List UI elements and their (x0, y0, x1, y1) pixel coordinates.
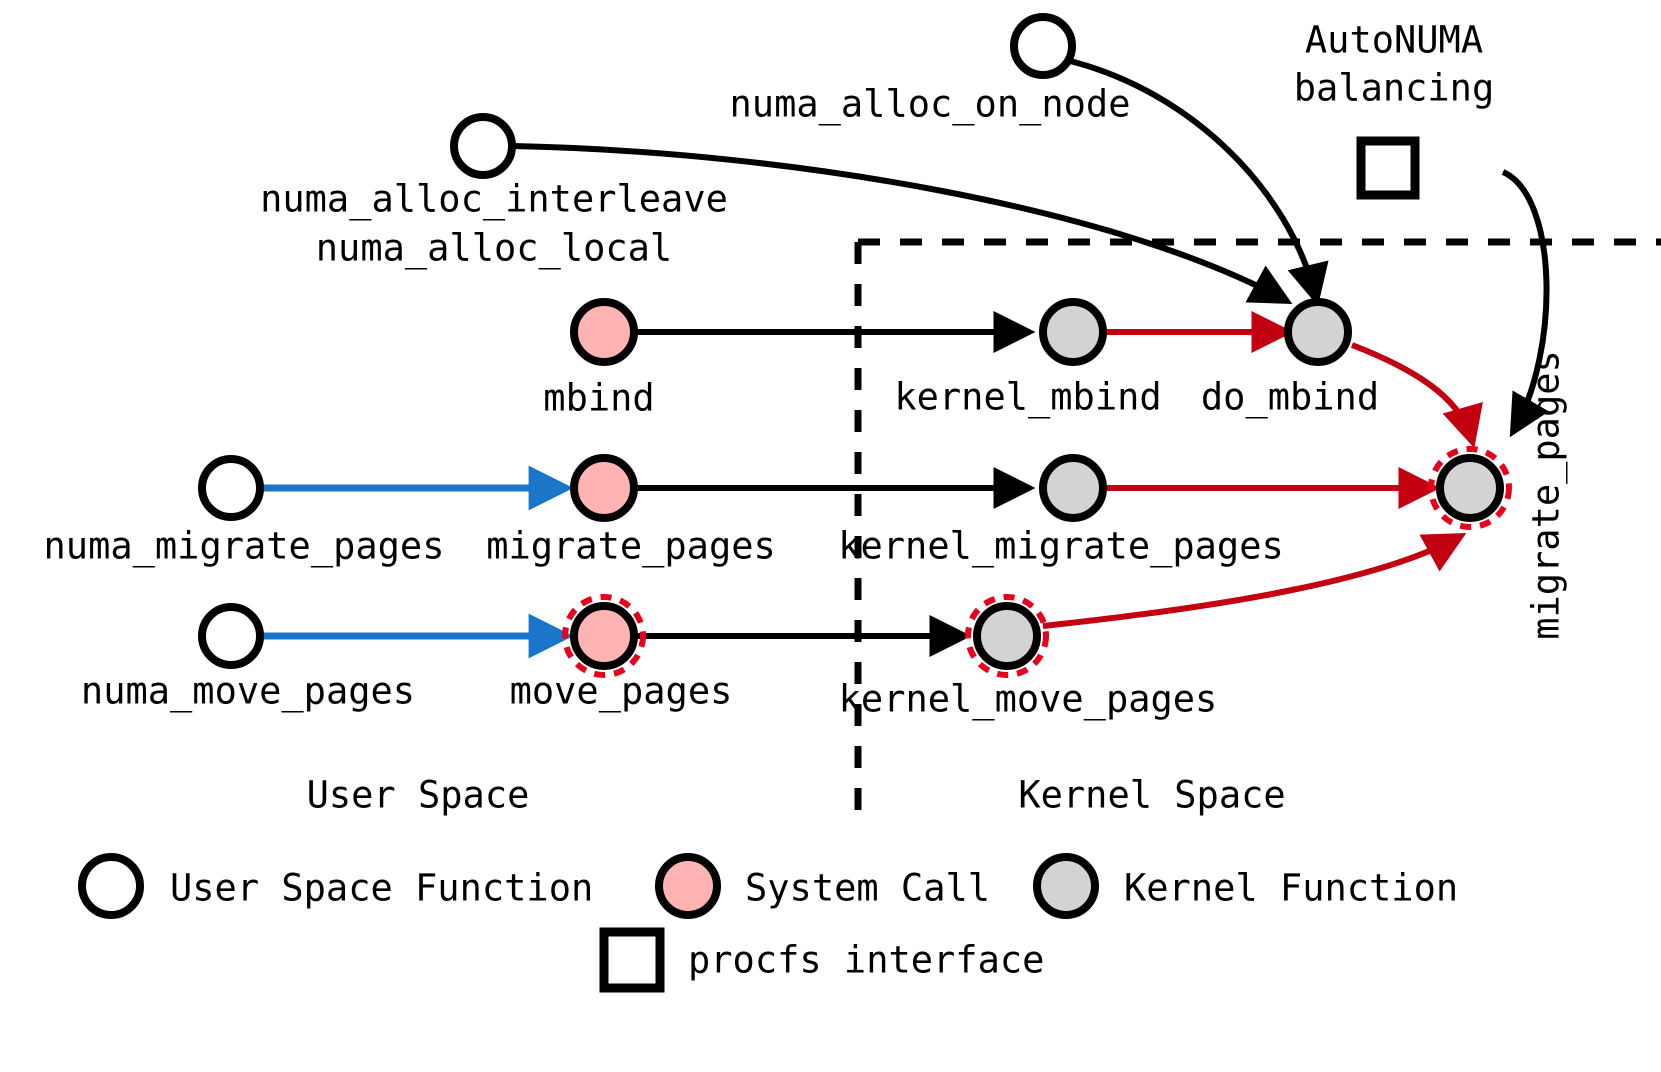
node-autonuma-balancing-procfs[interactable] (1356, 136, 1420, 200)
edge-autonuma-to-migrate-pages (1501, 169, 1550, 438)
legend-label-procfs-interface: procfs interface (688, 939, 1044, 982)
node-mbind[interactable] (570, 298, 638, 366)
edge-kernel-move-pages-to-migrate-pages (1042, 532, 1467, 629)
node-numa-alloc-on-node[interactable] (1010, 13, 1076, 79)
label-kernel-move-pages: kernel_move_pages (839, 678, 1218, 722)
node-kernel-migrate-pages[interactable] (1039, 454, 1107, 522)
node-numa-move-pages[interactable] (198, 603, 264, 669)
node-migrate-pages-kernel[interactable] (1428, 446, 1512, 530)
label-kernel-migrate-pages: kernel_migrate_pages (838, 525, 1284, 569)
legend-square-procfs-interface (599, 927, 665, 993)
edge-numa-alloc-on-node-to-do-mbind (1065, 57, 1329, 307)
label-numa-alloc-local: numa_alloc_local (316, 227, 672, 271)
label-autonuma-line1: AutoNUMA (1305, 19, 1483, 62)
label-migrate-pages-kernel: migrate_pages (1525, 350, 1569, 640)
legend-item-system-call: System Call (655, 853, 990, 919)
edge-do-mbind-to-migrate-pages (1350, 342, 1483, 449)
label-move-pages-syscall: move_pages (510, 670, 733, 714)
highlight-ring-kernel-move-pages (965, 594, 1049, 678)
node-do-mbind[interactable] (1284, 298, 1352, 366)
node-numa-migrate-pages[interactable] (198, 455, 264, 521)
label-numa-alloc-interleave: numa_alloc_interleave (260, 178, 728, 222)
legend-label-user-space-function: User Space Function (170, 867, 593, 910)
label-kernel-space: Kernel Space (1018, 774, 1285, 817)
legend-circle-kernel-function (1033, 853, 1099, 919)
legend-circle-user-space-function (78, 853, 144, 919)
highlight-ring-move-pages (562, 594, 646, 678)
legend: User Space Function System Call Kernel F… (78, 853, 1458, 993)
edge-numa-alloc-interleave-to-do-mbind (512, 143, 1293, 305)
label-mbind: mbind (543, 377, 654, 420)
legend-item-procfs-interface: procfs interface (599, 927, 1044, 993)
label-kernel-mbind: kernel_mbind (894, 376, 1161, 420)
highlight-ring-migrate-pages-kernel (1428, 446, 1512, 530)
label-do-mbind: do_mbind (1201, 376, 1379, 420)
label-numa-alloc-on-node: numa_alloc_on_node (730, 83, 1131, 127)
legend-item-kernel-function: Kernel Function (1033, 853, 1458, 919)
label-user-space: User Space (307, 774, 530, 817)
node-kernel-move-pages[interactable] (965, 594, 1049, 678)
legend-circle-system-call (655, 853, 721, 919)
node-move-pages-syscall[interactable] (562, 594, 646, 678)
edges-layer (262, 57, 1550, 659)
legend-label-system-call: System Call (745, 867, 990, 910)
label-numa-move-pages: numa_move_pages (81, 670, 415, 714)
node-numa-alloc-interleave[interactable] (450, 113, 516, 179)
legend-label-kernel-function: Kernel Function (1124, 867, 1458, 910)
label-autonuma-line2: balancing (1294, 67, 1494, 110)
node-migrate-pages-syscall[interactable] (570, 454, 638, 522)
space-dividers (854, 238, 1661, 830)
node-kernel-mbind[interactable] (1039, 298, 1107, 366)
label-migrate-pages-syscall: migrate_pages (486, 525, 776, 569)
label-numa-migrate-pages: numa_migrate_pages (44, 525, 445, 569)
legend-item-user-space-function: User Space Function (78, 853, 593, 919)
